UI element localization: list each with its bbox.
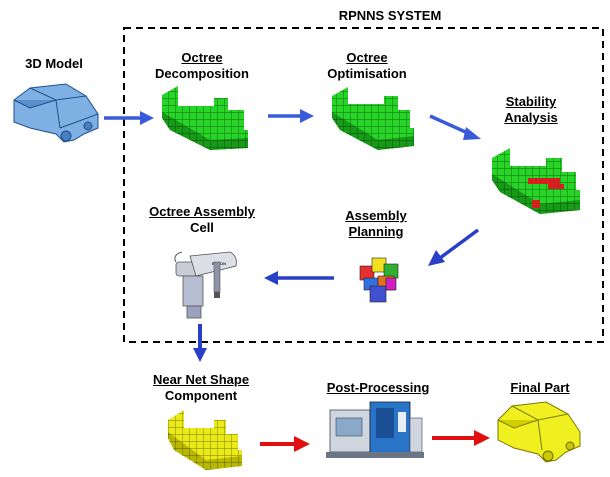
label-line: Stability [505, 94, 557, 109]
arrow-stability-to-planning [428, 228, 480, 266]
stage-optimisation-label: Octree Optimisation [312, 50, 422, 82]
label-line: Octree [181, 50, 223, 65]
post-processing-machine-image [326, 401, 424, 458]
octree-decomposition-image [162, 86, 248, 150]
label-line: Octree Assembly [149, 204, 255, 219]
octree-optimisation-image [332, 87, 414, 150]
system-boundary [123, 27, 604, 343]
label-line: Post-Processing [326, 380, 430, 395]
arrow-model-to-decomposition [104, 111, 154, 125]
label-line: Final Part [510, 380, 570, 395]
label-line: Decomposition [155, 66, 249, 81]
label-line: Cell [190, 220, 214, 235]
stage-assembly-cell-label: Octree Assembly Cell [132, 204, 272, 236]
arrow-optimisation-to-stability [429, 114, 481, 140]
system-title: RPNNS SYSTEM [338, 8, 442, 23]
arrow-decomposition-to-optimisation [268, 109, 314, 123]
label-line: Component [164, 388, 238, 403]
arrow-planning-to-cell [264, 271, 334, 285]
robot-image: EPSON [174, 251, 237, 319]
label-line: Near Net Shape [152, 372, 250, 387]
label-line: Analysis [504, 110, 558, 125]
3d-model-image [13, 83, 99, 143]
stage-3d-model-label: 3D Model [4, 56, 104, 72]
arrow-cell-to-near-net [193, 324, 207, 362]
arrow-post-processing-to-final [432, 430, 490, 446]
stability-analysis-image [492, 148, 580, 214]
stage-stability-label: Stability Analysis [486, 94, 576, 126]
label-line: Octree [346, 50, 388, 65]
label-line: Planning [348, 224, 404, 239]
stage-decomposition-label: Octree Decomposition [144, 50, 260, 82]
unstable-region [528, 178, 560, 184]
label-line: Assembly [345, 208, 407, 223]
assembly-planning-image [359, 257, 399, 303]
stage-assembly-planning-label: Assembly Planning [326, 208, 426, 240]
arrow-near-net-to-post-processing [260, 436, 310, 452]
final-part-image [497, 401, 581, 463]
stage-post-processing-label: Post-Processing [308, 380, 448, 396]
label-line: Optimisation [327, 66, 407, 81]
label-line: 3D Model [25, 56, 83, 71]
stage-near-net-label: Near Net Shape Component [136, 372, 266, 404]
stage-final-part-label: Final Part [490, 380, 590, 396]
near-net-shape-image [168, 410, 242, 470]
